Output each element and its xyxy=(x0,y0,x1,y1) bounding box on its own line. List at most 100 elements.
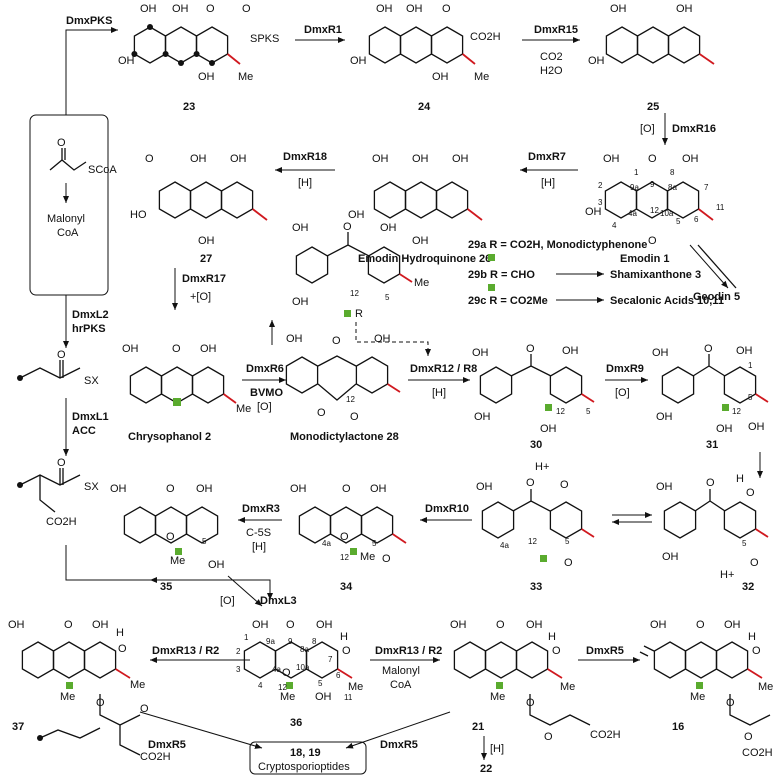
methylmalonyl-co2h: CO2H xyxy=(46,516,77,528)
svg-text:OH: OH xyxy=(406,3,423,15)
svg-text:OH: OH xyxy=(190,153,207,165)
svg-text:O: O xyxy=(706,477,715,489)
svg-text:OH: OH xyxy=(208,559,225,571)
svg-text:7: 7 xyxy=(328,655,333,664)
svg-text:OH: OH xyxy=(370,483,387,495)
svg-text:OH: OH xyxy=(432,71,449,83)
svg-text:OH: OH xyxy=(610,3,627,15)
svg-text:OH: OH xyxy=(474,411,491,423)
condition-coa: CoA xyxy=(390,679,412,691)
svg-text:1: 1 xyxy=(244,633,249,642)
svg-text:OH: OH xyxy=(562,345,579,357)
svg-text:9a: 9a xyxy=(266,637,275,646)
svg-text:OH: OH xyxy=(652,347,669,359)
svg-text:4a: 4a xyxy=(272,665,281,674)
condition-h2o: H2O xyxy=(540,65,563,77)
svg-text:OH: OH xyxy=(140,3,157,15)
svg-text:R: R xyxy=(355,308,363,320)
enzyme-dmxr10: DmxR10 xyxy=(425,503,469,515)
svg-text:OH: OH xyxy=(412,153,429,165)
svg-text:O: O xyxy=(752,645,761,657)
compound-16-label: 16 xyxy=(672,721,684,733)
svg-text:OH: OH xyxy=(603,153,620,165)
structure-16: OH O OH H O Me Me O O CO2H xyxy=(639,619,773,759)
svg-text:OH: OH xyxy=(724,619,741,631)
enzyme-dmxr9: DmxR9 xyxy=(606,363,644,375)
compound-31-label: 31 xyxy=(706,439,718,451)
svg-text:O: O xyxy=(145,153,154,165)
svg-text:4: 4 xyxy=(258,681,263,690)
svg-text:O: O xyxy=(64,619,73,631)
svg-text:O: O xyxy=(552,645,561,657)
condition-o: [O] xyxy=(615,387,630,399)
svg-text:5: 5 xyxy=(586,407,591,416)
geodin-label: Geodin 5 xyxy=(693,291,740,303)
svg-text:Me: Me xyxy=(60,691,75,703)
svg-text:1: 1 xyxy=(634,168,639,177)
svg-text:6: 6 xyxy=(694,215,699,224)
svg-text:12: 12 xyxy=(340,553,349,562)
svg-text:2: 2 xyxy=(236,647,241,656)
starter-scoa: SCoA xyxy=(88,164,117,176)
svg-text:O: O xyxy=(544,731,553,743)
svg-text:O: O xyxy=(96,697,105,709)
svg-text:O: O xyxy=(166,531,175,543)
compound-23-label: 23 xyxy=(183,101,195,113)
svg-text:O: O xyxy=(342,483,351,495)
svg-text:O: O xyxy=(282,667,291,679)
svg-text:O: O xyxy=(526,343,535,355)
svg-text:OH: OH xyxy=(716,423,733,435)
svg-text:OH: OH xyxy=(452,153,469,165)
svg-text:H+: H+ xyxy=(720,569,734,581)
svg-text:O: O xyxy=(342,645,351,657)
svg-text:Me: Me xyxy=(130,679,145,691)
svg-text:Me: Me xyxy=(690,691,705,703)
svg-text:OH: OH xyxy=(292,296,309,308)
condition-h: [H] xyxy=(432,387,446,399)
svg-text:OH: OH xyxy=(540,423,557,435)
svg-text:OH: OH xyxy=(374,333,391,345)
svg-text:8: 8 xyxy=(312,637,317,646)
svg-text:5: 5 xyxy=(742,539,747,548)
structure-27: O OH OH HO OH xyxy=(130,153,268,247)
svg-text:Me: Me xyxy=(490,691,505,703)
compound-30-label: 30 xyxy=(530,439,542,451)
structure-24: OH OH O CO2H OH OH Me xyxy=(350,3,501,83)
svg-text:3: 3 xyxy=(598,198,603,207)
svg-text:5: 5 xyxy=(748,393,753,402)
svg-text:O: O xyxy=(332,335,341,347)
svg-text:H: H xyxy=(116,627,124,639)
atom-o: O xyxy=(57,457,66,469)
svg-text:O: O xyxy=(744,731,753,743)
svg-text:O: O xyxy=(140,703,149,715)
emodin-hydroquinone-label: Emodin Hydroquinone 26 xyxy=(358,253,491,265)
svg-text:O: O xyxy=(560,479,569,491)
svg-text:OH: OH xyxy=(315,691,332,703)
condition-malonyl: Malonyl xyxy=(382,665,420,677)
final-products-numbers: 18, 19 xyxy=(290,747,321,759)
svg-text:O: O xyxy=(726,697,735,709)
svg-text:OH: OH xyxy=(656,411,673,423)
structure-chrysophanol: OH O OH Me xyxy=(122,343,251,415)
condition-plus-o: +[O] xyxy=(190,291,211,303)
structure-23: OH OH O O SPKS OH OH Me xyxy=(118,3,279,83)
enzyme-dmxl2: DmxL2 xyxy=(72,309,109,321)
enzyme-dmxr3: DmxR3 xyxy=(242,503,280,515)
monodictylactone-label: Monodictylactone 28 xyxy=(290,431,399,443)
structure-emodin: OH O OH OH O 1 2 3 4 4a 9a 9 8a 8 7 6 5 … xyxy=(585,153,725,247)
structure-30: OH O OH OH OH 12 5 xyxy=(472,343,595,435)
svg-text:OH: OH xyxy=(348,209,365,221)
branch-29b: 29b R = CHO xyxy=(468,269,535,281)
svg-text:5: 5 xyxy=(676,217,681,226)
svg-text:OH: OH xyxy=(230,153,247,165)
svg-text:SPKS: SPKS xyxy=(250,33,279,45)
compound-35-label: 35 xyxy=(160,581,172,593)
svg-text:OH: OH xyxy=(585,206,602,218)
enzyme-dmxr5-right: DmxR5 xyxy=(586,645,624,657)
enzyme-bvmo: BVMO xyxy=(250,387,283,399)
svg-text:OH: OH xyxy=(292,222,309,234)
condition-c5s: C-5S xyxy=(246,527,271,539)
compound-22-label: 22 xyxy=(480,763,492,775)
svg-text:Me: Me xyxy=(474,71,489,83)
svg-text:Me: Me xyxy=(238,71,253,83)
